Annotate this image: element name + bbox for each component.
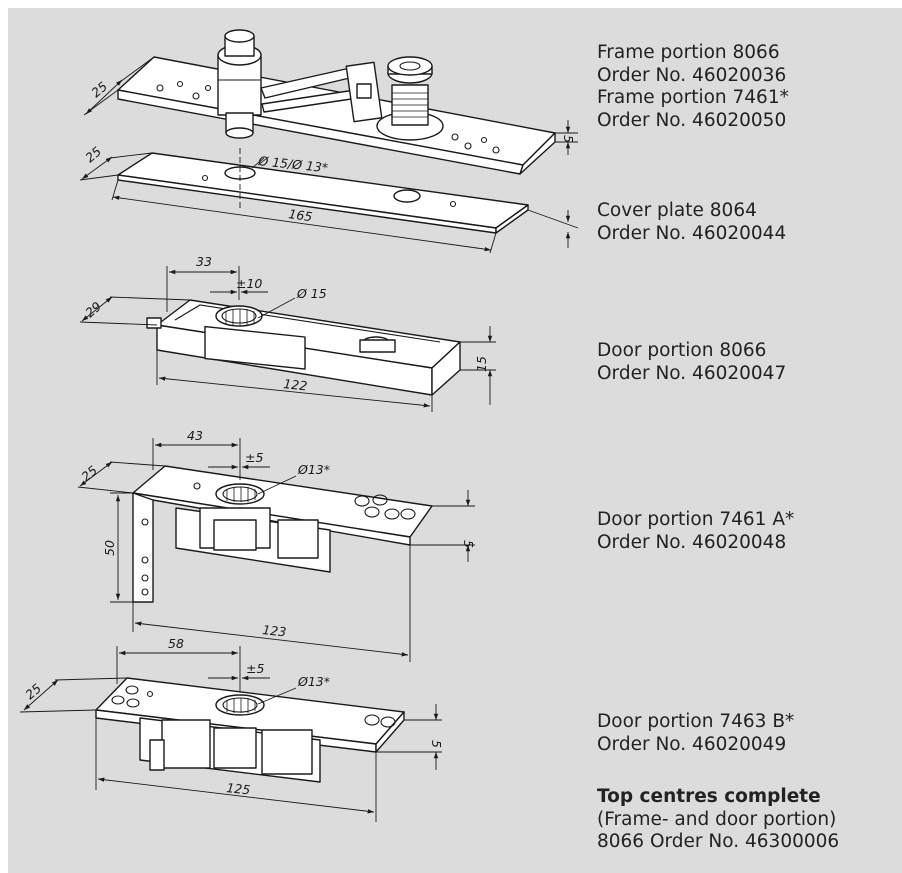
dim-door7461-adjust: ±5 (245, 450, 263, 465)
dim-door7463-bore: Ø13* (297, 674, 330, 689)
dim-door7461-offset: 43 (187, 428, 203, 443)
dim-door8066-offset: 33 (196, 254, 212, 269)
dim-door7463-width: 25 (22, 681, 44, 703)
caption-line: Door portion 7461 A* (597, 509, 795, 530)
caption-line: Order No. 46020044 (597, 222, 787, 244)
dim-door8066-bore: Ø 15 (296, 286, 327, 301)
dim-door8066-width: 29 (82, 299, 104, 321)
dim-door7461-thickness: 5 (461, 540, 476, 548)
dim-door7461-width: 25 (78, 463, 100, 485)
caption-line: 8066 Order No. 46300006 (597, 831, 840, 852)
caption-door-portion-8066: Door portion 8066 Order No. 46020047 (597, 340, 786, 385)
dim-cover-width: 25 (82, 144, 104, 166)
dimension-labels: 25 5 25 Ø 15/Ø 13* 165 33 ±10 Ø 15 29 15… (22, 79, 576, 798)
frame-portion-drawing (117, 29, 556, 175)
door-portion-7461-drawing (132, 465, 433, 603)
dim-cover-holes: Ø 15/Ø 13* (257, 153, 329, 175)
dim-frame-width: 25 (88, 79, 110, 101)
caption-line: Frame portion 8066 (597, 42, 780, 63)
dim-door8066-adjust: ±10 (236, 276, 262, 291)
caption-line: Order No. 46020050 (597, 109, 787, 131)
dim-door7461-leg: 50 (102, 540, 117, 556)
caption-line: Frame portion 7461* (597, 87, 789, 108)
caption-cover-plate: Cover plate 8064 Order No. 46020044 (597, 200, 786, 245)
caption-line: Order No. 46020047 (597, 362, 787, 384)
dim-door7461-length: 123 (262, 622, 287, 639)
dimension-lines (19, 56, 579, 822)
dim-door7463-length: 125 (226, 780, 251, 797)
dim-door8066-length: 122 (283, 376, 308, 393)
caption-line: Door portion 7463 B* (597, 711, 795, 732)
dim-door7463-offset: 58 (168, 636, 184, 651)
caption-line: Order No. 46020036 (597, 64, 787, 86)
dim-door7463-adjust: ±5 (246, 661, 264, 676)
caption-door-portion-7461: Door portion 7461 A* Order No. 46020048 (597, 509, 794, 554)
caption-door-portion-7463: Door portion 7463 B* Order No. 46020049 (597, 711, 794, 756)
dim-door7463-thickness: 5 (429, 740, 444, 748)
caption-line: Door portion 8066 (597, 340, 767, 361)
caption-line: Order No. 46020049 (597, 733, 787, 755)
dim-door7461-bore: Ø13* (297, 462, 330, 477)
caption-top-centres-complete: Top centres complete (Frame- and door po… (597, 786, 839, 854)
caption-line: Cover plate 8064 (597, 200, 757, 221)
caption-title: Top centres complete (597, 786, 821, 807)
dim-frame-thickness: 5 (561, 135, 576, 143)
caption-line: (Frame- and door portion) (597, 808, 837, 830)
dim-door8066-height: 15 (474, 356, 489, 372)
caption-frame-portion: Frame portion 8066 Order No. 46020036 Fr… (597, 42, 789, 132)
door-portion-7463-drawing (95, 677, 405, 783)
caption-line: Order No. 46020048 (597, 531, 787, 553)
dim-cover-length: 165 (288, 206, 314, 224)
